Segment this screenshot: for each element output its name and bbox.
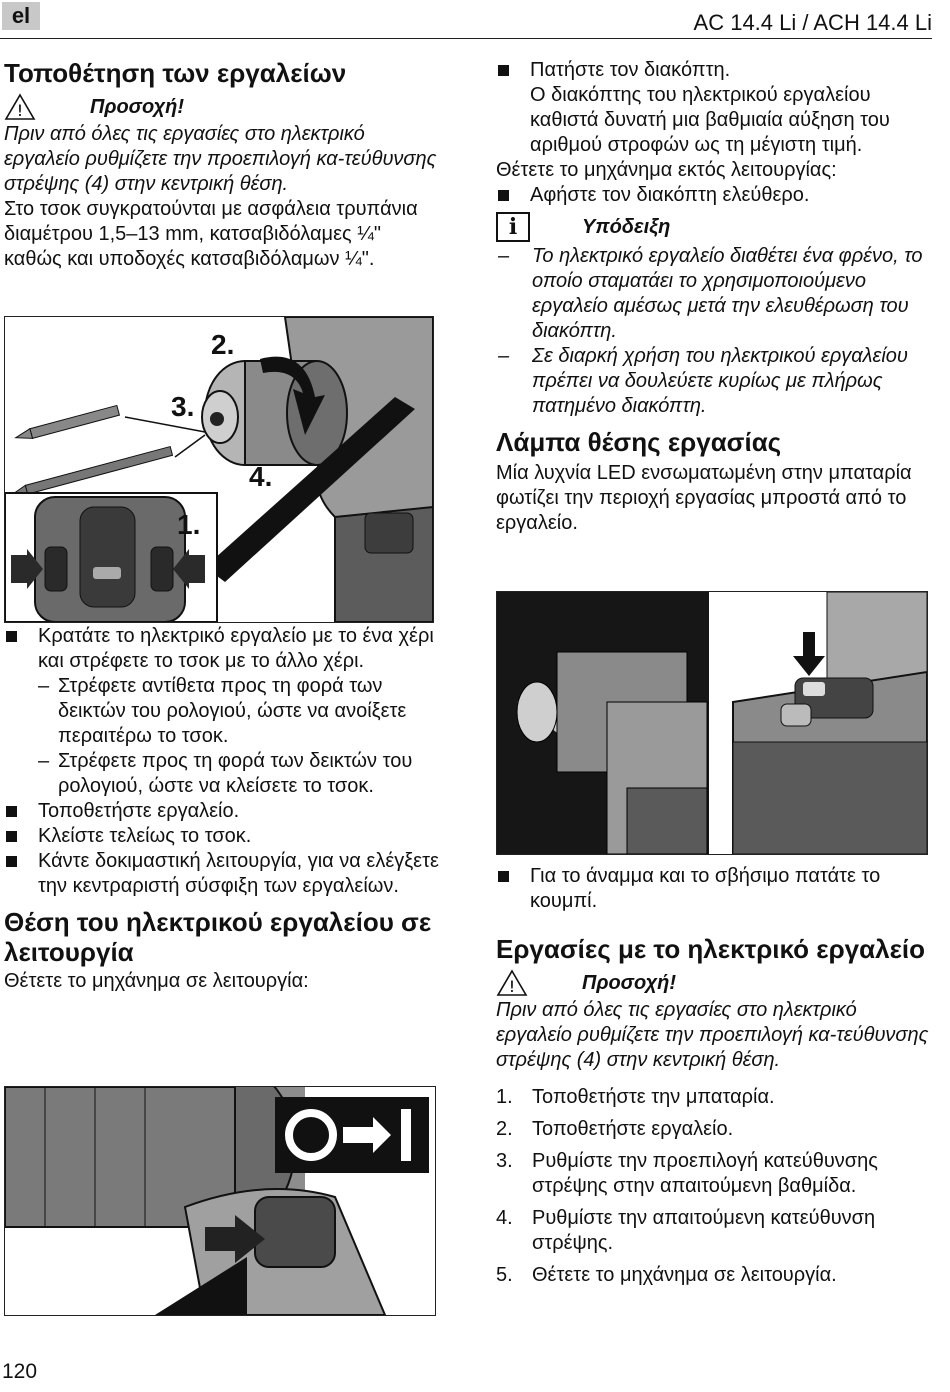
figure-label-3: 3. — [171, 391, 195, 422]
step-text: Ρυθμίστε την απαιτούμενη κατεύθυνση στρέ… — [532, 1207, 876, 1254]
list-item: Αφήστε τον διακόπτη ελεύθερο. — [496, 183, 936, 208]
step-number: 1. — [496, 1086, 513, 1108]
warning-text: Πριν από όλες τις εργασίες στο ηλεκτρικό… — [4, 123, 437, 195]
step-item: 4. Ρυθμίστε την απαιτούμενη κατεύθυνση στ… — [496, 1206, 936, 1256]
page-number: 120 — [2, 1360, 38, 1383]
left-column-lower: Κρατάτε το ηλεκτρικό εργαλείο με το ένα … — [4, 624, 444, 994]
work-lamp-text: Μία λυχνία LED ενσωματωμένη στην μπαταρί… — [496, 462, 912, 534]
warning-title: Προσοχή! — [90, 95, 185, 118]
step-item: 3. Ρυθμίστε την προεπιλογή κατεύθυνσης στ… — [496, 1149, 936, 1199]
led-lamp-figure — [496, 591, 928, 855]
svg-text:!: ! — [509, 977, 515, 996]
list-item: Πατήστε τον διακόπτη. Ο διακόπτης του ηλ… — [496, 58, 936, 158]
header-divider — [0, 38, 932, 39]
note-item: Το ηλεκτρικό εργαλείο διαθέτει ένα φρένο… — [496, 244, 936, 344]
list-item-continuation: Ο διακόπτης του ηλεκτρικού εργαλείου καθ… — [530, 84, 890, 156]
right-column-lower: Για το άναμμα και το σβήσιμο πατάτε το κ… — [496, 864, 936, 1295]
left-column: Τοποθέτηση των εργαλείων ! Προσοχή! Πριν… — [4, 58, 444, 272]
switch-on-text: Θέτετε το μηχάνημα σε λειτουργία: — [4, 970, 309, 992]
note-title: Υπόδειξη — [582, 215, 671, 238]
chuck-capacity-text: Στο τσοκ συγκρατούνται με ασφάλεια τρυπά… — [4, 198, 418, 270]
right-column: Πατήστε τον διακόπτη. Ο διακόπτης του ηλ… — [496, 58, 936, 536]
list-item: Τοποθετήστε εργαλείο. — [4, 799, 444, 824]
warning-text: Πριν από όλες τις εργασίες στο ηλεκτρικό… — [496, 999, 929, 1071]
figure-label-2: 2. — [211, 329, 235, 360]
warning-title: Προσοχή! — [582, 971, 677, 994]
section-title-switch-on: Θέση του ηλεκτρικού εργαλείου σε λειτουρ… — [4, 907, 432, 967]
note-header: i Υπόδειξη — [496, 212, 936, 242]
step-number: 4. — [496, 1207, 513, 1229]
step-number: 5. — [496, 1264, 513, 1286]
step-text: Τοποθετήστε την μπαταρία. — [532, 1086, 775, 1108]
warning-header: ! Προσοχή! — [4, 92, 444, 122]
steps-list: 1. Τοποθετήστε την μπαταρία. 2. Τοποθετήστε… — [496, 1085, 936, 1288]
step-text: Ρυθμίστε την προεπιλογή κατεύθυνσης στρέ… — [532, 1150, 878, 1197]
step-item: 5. Θέτετε το μηχάνημα σε λειτουργία. — [496, 1263, 936, 1288]
step-item: 1. Τοποθετήστε την μπαταρία. — [496, 1085, 936, 1110]
list-item: Κλείστε τελείως το τσοκ. — [4, 824, 444, 849]
document-title: AC 14.4 Li / ACH 14.4 Li — [693, 10, 932, 35]
step-number: 2. — [496, 1118, 513, 1140]
note-item: Σε διαρκή χρήση του ηλεκτρικού εργαλείου… — [496, 344, 936, 419]
language-badge: el — [2, 2, 40, 30]
sub-list-item: Στρέφετε αντίθετα προς τη φορά των δεικτ… — [38, 674, 444, 749]
figure-label-4: 4. — [249, 461, 273, 492]
list-item-text: Κρατάτε το ηλεκτρικό εργαλείο με το ένα … — [38, 625, 434, 672]
svg-text:!: ! — [17, 101, 23, 120]
trigger-figure — [4, 1086, 436, 1316]
list-item: Κρατάτε το ηλεκτρικό εργαλείο με το ένα … — [4, 624, 444, 799]
step-number: 3. — [496, 1150, 513, 1172]
chuck-figure: 1. 2. 3. 4. — [4, 316, 434, 623]
warning-triangle-icon: ! — [496, 969, 528, 996]
warning-header: ! Προσοχή! — [496, 968, 936, 998]
step-text: Τοποθετήστε εργαλείο. — [532, 1118, 734, 1140]
info-icon: i — [496, 212, 530, 242]
section-title-tool-insertion: Τοποθέτηση των εργαλείων — [4, 58, 347, 88]
sub-list-item: Στρέφετε προς τη φορά των δεικτών του ρο… — [38, 749, 444, 799]
section-title-working: Εργασίες με το ηλεκτρικό εργαλείο — [496, 934, 926, 964]
list-item: Κάντε δοκιμαστική λειτουργία, για να ελέ… — [4, 849, 444, 899]
step-item: 2. Τοποθετήστε εργαλείο. — [496, 1117, 936, 1142]
warning-triangle-icon: ! — [4, 93, 36, 120]
list-item: Για το άναμμα και το σβήσιμο πατάτε το κ… — [496, 864, 936, 914]
step-text: Θέτετε το μηχάνημα σε λειτουργία. — [532, 1264, 837, 1286]
figure-label-1: 1. — [177, 509, 201, 540]
list-item-text: Πατήστε τον διακόπτη. — [530, 59, 731, 81]
switch-off-text: Θέτετε το μηχάνημα εκτός λειτουργίας: — [496, 159, 837, 181]
section-title-work-lamp: Λάμπα θέσης εργασίας — [496, 427, 782, 457]
